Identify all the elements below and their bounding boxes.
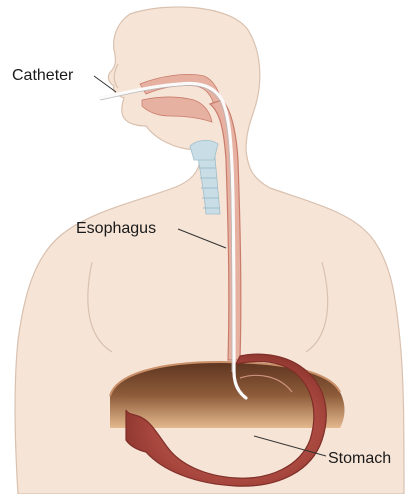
label-esophagus: Esophagus xyxy=(76,220,156,237)
label-stomach: Stomach xyxy=(328,450,391,467)
larynx xyxy=(190,140,218,160)
label-catheter: Catheter xyxy=(12,67,74,84)
